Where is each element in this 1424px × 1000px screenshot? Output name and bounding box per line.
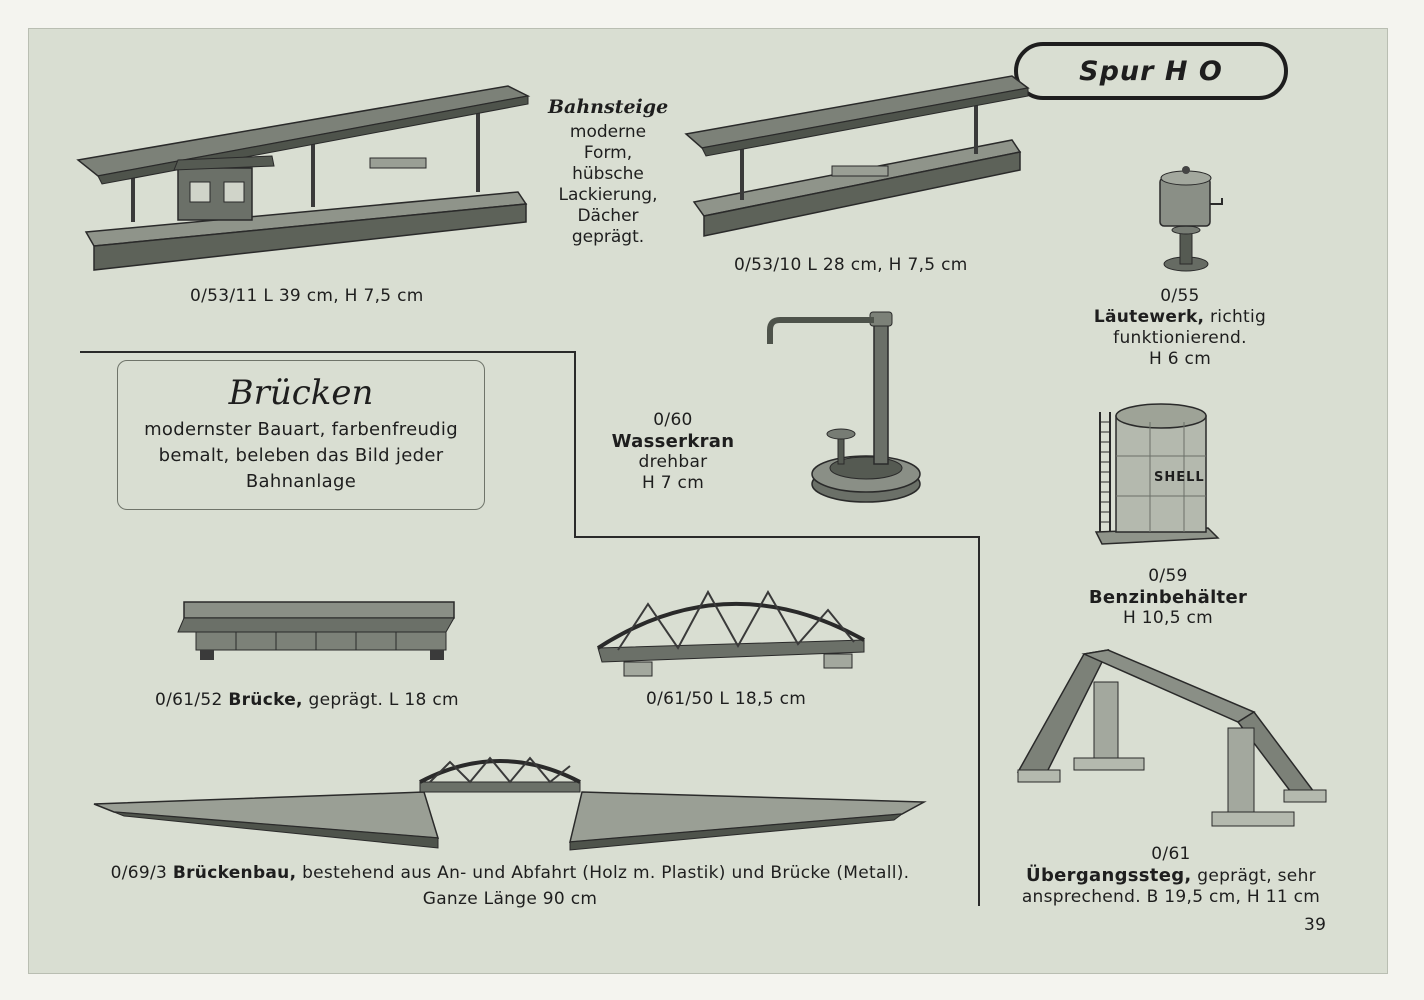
page-number: 39 xyxy=(1304,915,1327,935)
gauge-badge: Spur H O xyxy=(1014,42,1288,100)
tank-number: 0/59 xyxy=(1148,566,1188,586)
brueckenbau-number: 0/69/3 xyxy=(110,863,173,883)
uebergangssteg-name: Übergangssteg, xyxy=(1026,865,1192,886)
bruecke-50-illustration xyxy=(596,589,865,677)
bruecken-info-box: Brücken modernster Bauart, farbenfreudig… xyxy=(117,360,485,510)
bahnsteige-title: Bahnsteige xyxy=(548,96,669,118)
uebergangssteg-desc: geprägt, sehr xyxy=(1191,866,1316,886)
divider-line xyxy=(80,351,576,353)
wasserkran-number: 0/60 xyxy=(653,410,693,430)
bruecke-52-caption: 0/61/52 Brücke, geprägt. L 18 cm xyxy=(155,690,459,710)
tank-label: SHELL xyxy=(1154,470,1205,485)
tank-text: 0/59 Benzinbehälter H 10,5 cm xyxy=(1068,566,1268,629)
bruecke-52-illustration xyxy=(177,601,455,660)
bruecke-50-caption: 0/61/50 L 18,5 cm xyxy=(646,689,807,709)
wasserkran-height: H 7 cm xyxy=(641,473,705,493)
laeutewerk-name: Läutewerk, xyxy=(1093,307,1205,327)
divider-line xyxy=(978,536,980,906)
laeutewerk-illustration xyxy=(1159,166,1223,272)
wasserkran-name: Wasserkran xyxy=(611,431,735,452)
platform-large-caption: 0/53/11 L 39 cm, H 7,5 cm xyxy=(190,286,424,306)
bahnsteige-line: hübsche xyxy=(572,164,644,184)
divider-line xyxy=(574,351,576,538)
uebergangssteg-number: 0/61 xyxy=(1151,844,1191,864)
bahnsteige-description: Bahnsteige moderne Form, hübsche Lackier… xyxy=(548,96,668,248)
tank-name: Benzinbehälter xyxy=(1088,587,1248,608)
laeutewerk-text: 0/55 Läutewerk, richtig funktionierend. … xyxy=(1080,286,1280,370)
uebergangssteg-illustration xyxy=(1016,649,1327,827)
brueckenbau-length: Ganze Länge 90 cm xyxy=(422,889,598,909)
bruecke-52-desc: geprägt. L 18 cm xyxy=(302,690,459,710)
bahnsteige-line: moderne xyxy=(569,122,647,142)
divider-line xyxy=(574,536,980,538)
uebergangssteg-desc-2: ansprechend. B 19,5 cm, H 11 cm xyxy=(1021,887,1321,907)
brueckenbau-text: 0/69/3 Brückenbau, bestehend aus An- und… xyxy=(80,860,940,912)
laeutewerk-height: H 6 cm xyxy=(1148,349,1212,369)
uebergangssteg-text: 0/61 Übergangssteg, geprägt, sehr anspre… xyxy=(1004,844,1338,908)
bruecken-title: Brücken xyxy=(228,373,374,413)
bahnsteige-line: Lackierung, xyxy=(558,185,658,205)
wasserkran-desc: drehbar xyxy=(638,452,708,472)
bahnsteige-line: geprägt. xyxy=(571,227,645,247)
platform-large-illustration xyxy=(76,85,531,271)
tank-illustration xyxy=(1094,403,1220,545)
platform-small-caption: 0/53/10 L 28 cm, H 7,5 cm xyxy=(734,255,968,275)
tank-height: H 10,5 cm xyxy=(1122,608,1214,628)
laeutewerk-number: 0/55 xyxy=(1160,286,1200,306)
bruecke-52-name: Brücke, xyxy=(228,690,303,710)
bruecke-52-number: 0/61/52 xyxy=(155,690,229,710)
brueckenbau-name: Brückenbau, xyxy=(172,863,297,883)
bahnsteige-line: Dächer xyxy=(577,206,639,226)
laeutewerk-desc-2: funktionierend. xyxy=(1113,328,1247,348)
wasserkran-text: 0/60 Wasserkran drehbar H 7 cm xyxy=(598,410,748,494)
wasserkran-illustration xyxy=(767,311,921,503)
brueckenbau-illustration xyxy=(93,756,927,851)
platform-small-illustration xyxy=(684,75,1030,237)
bahnsteige-line: Form, xyxy=(583,143,633,163)
brueckenbau-desc: bestehend aus An- und Abfahrt (Holz m. P… xyxy=(296,863,910,883)
laeutewerk-desc: richtig xyxy=(1204,307,1267,327)
bruecken-description: modernster Bauart, farbenfreudig bemalt,… xyxy=(144,419,458,492)
